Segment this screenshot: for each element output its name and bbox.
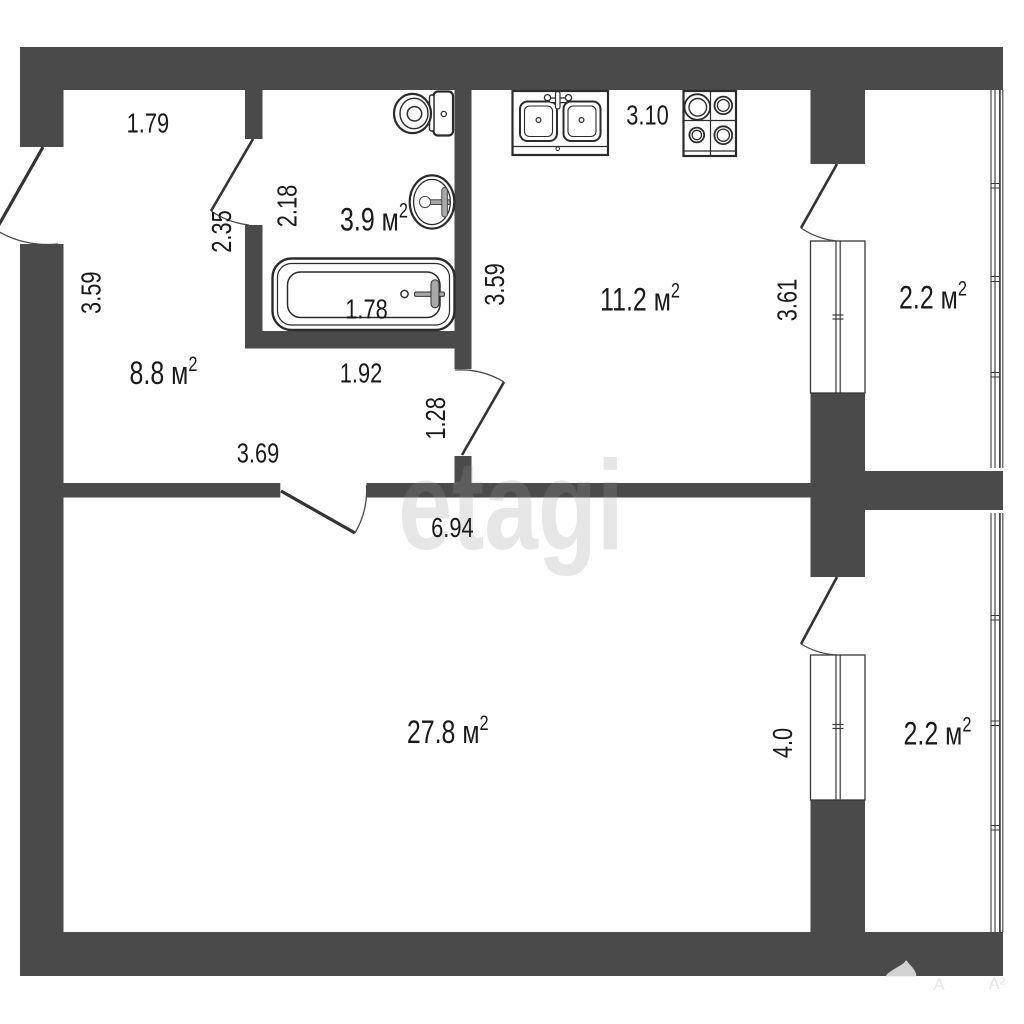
svg-text:3.10: 3.10: [626, 100, 668, 131]
svg-text:1.28: 1.28: [420, 397, 451, 439]
svg-text:1.92: 1.92: [340, 358, 382, 389]
svg-text:2.18: 2.18: [272, 185, 303, 227]
svg-text:8.8 м2: 8.8 м2: [130, 352, 198, 392]
svg-text:3.59: 3.59: [76, 271, 107, 313]
svg-text:etagi: etagi: [398, 434, 623, 576]
svg-text:2.2 м2: 2.2 м2: [904, 712, 972, 752]
svg-text:1.79: 1.79: [127, 108, 169, 139]
svg-text:27.8 м2: 27.8 м2: [407, 711, 489, 751]
svg-text:А: А: [933, 975, 945, 994]
svg-text:3.9 м2: 3.9 м2: [340, 198, 408, 238]
svg-text:2.2 м2: 2.2 м2: [899, 276, 967, 316]
svg-text:3.61: 3.61: [772, 279, 803, 321]
svg-text:4.0: 4.0: [767, 728, 798, 758]
svg-text:А²: А²: [989, 974, 1006, 993]
svg-text:6.94: 6.94: [431, 512, 474, 543]
svg-text:3.59: 3.59: [479, 263, 510, 305]
svg-text:3.69: 3.69: [237, 438, 279, 469]
svg-text:1.78: 1.78: [345, 294, 387, 325]
svg-text:2.35: 2.35: [206, 210, 237, 252]
svg-text:11.2 м2: 11.2 м2: [600, 278, 680, 318]
